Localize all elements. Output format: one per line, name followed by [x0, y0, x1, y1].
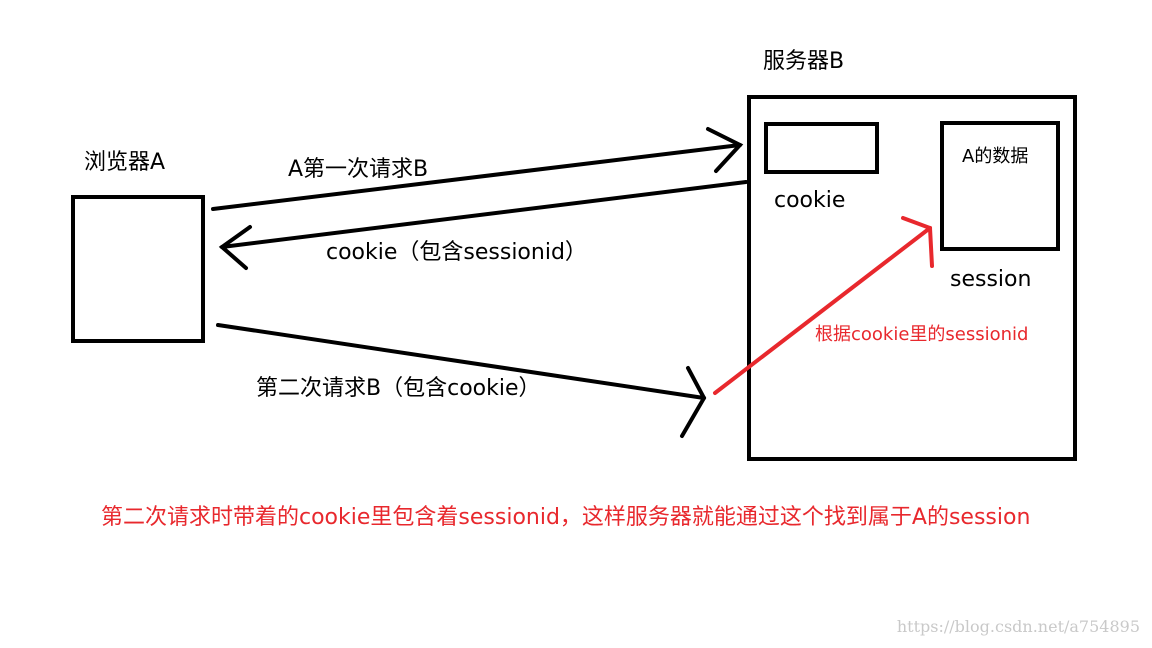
- session-box: [940, 121, 1060, 251]
- second-request-arrow: [216, 323, 707, 438]
- browser-label: 浏览器A: [84, 150, 166, 175]
- server-box: [747, 95, 1077, 461]
- lookup-label: 根据cookie里的sessionid: [815, 324, 1029, 345]
- response-label: cookie（包含sessionid）: [326, 240, 587, 265]
- cookie-box: [764, 122, 879, 174]
- response-arrow: [218, 180, 748, 270]
- second-request-label: 第二次请求B（包含cookie）: [256, 376, 541, 401]
- first-request-label: A第一次请求B: [288, 157, 429, 182]
- session-content-label: A的数据: [962, 146, 1029, 167]
- cookie-label: cookie: [774, 188, 846, 213]
- watermark: https://blog.csdn.net/a754895: [896, 617, 1140, 636]
- lookup-arrow: [713, 216, 934, 395]
- caption: 第二次请求时带着的cookie里包含着sessionid，这样服务器就能通过这个…: [101, 505, 1031, 530]
- browser-box: [71, 195, 205, 343]
- server-label: 服务器B: [763, 49, 845, 74]
- first-request-arrow: [211, 127, 744, 211]
- session-label: session: [950, 267, 1032, 292]
